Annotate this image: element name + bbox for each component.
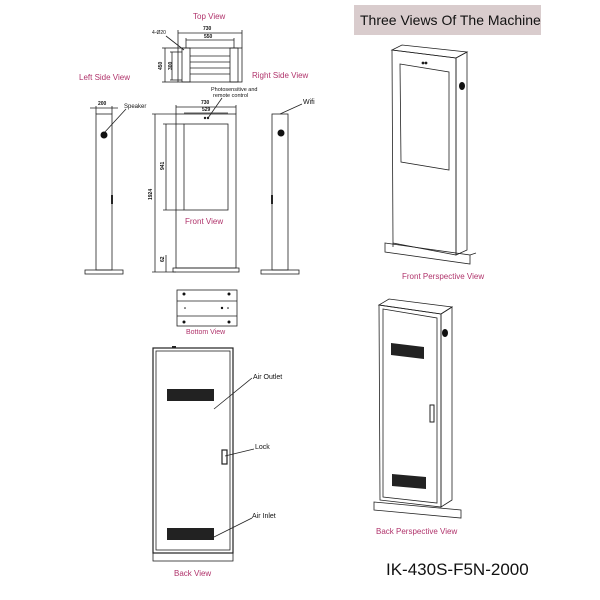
title-banner: Three Views Of The Machine xyxy=(354,5,541,35)
top-view-drawing xyxy=(162,30,243,83)
air-inlet-callout: Air Inlet xyxy=(252,513,276,520)
top-width-inner-dim: 550 xyxy=(204,34,213,40)
side-width-dim: 200 xyxy=(98,101,107,107)
hole-dim: 4-Ø20 xyxy=(152,30,166,36)
base-height-dim: 62 xyxy=(160,256,166,262)
top-depth-outer-dim: 450 xyxy=(158,61,164,70)
right-side-view-drawing xyxy=(260,103,303,275)
top-view-label: Top View xyxy=(193,12,226,21)
bottom-view-drawing xyxy=(176,289,238,327)
left-side-view-drawing xyxy=(84,106,127,275)
screen-height-dim: 941 xyxy=(160,161,166,170)
lock-callout: Lock xyxy=(255,444,270,451)
right-side-view-label: Right Side View xyxy=(252,71,309,80)
back-view-drawing xyxy=(152,346,255,562)
front-view-label: Front View xyxy=(185,217,224,226)
photosensitive-callout-line2: remote control xyxy=(213,93,249,99)
back-perspective-drawing xyxy=(373,298,462,519)
top-width-outer-dim: 730 xyxy=(203,26,212,32)
bottom-view-label: Bottom View xyxy=(186,329,226,336)
model-number: IK-430S-F5N-2000 xyxy=(386,560,529,579)
back-perspective-view-label: Back Perspective View xyxy=(376,527,458,536)
front-perspective-drawing xyxy=(384,44,477,265)
left-side-view-label: Left Side View xyxy=(79,73,130,82)
front-width-inner-dim: 529 xyxy=(202,107,211,113)
page-title: Three Views Of The Machine xyxy=(360,12,541,28)
front-view-drawing xyxy=(152,97,240,273)
front-perspective-view-label: Front Perspective View xyxy=(402,272,485,281)
air-outlet-callout: Air Outlet xyxy=(253,374,283,381)
speaker-callout: Speaker xyxy=(124,104,147,110)
back-view-label: Back View xyxy=(174,569,212,578)
wifi-callout: Wifi xyxy=(303,99,315,106)
front-width-outer-dim: 730 xyxy=(201,100,210,106)
photosensitive-callout-line1: Photosensitive and xyxy=(211,87,258,93)
top-depth-inner-dim: 300 xyxy=(168,61,174,70)
total-height-dim: 1924 xyxy=(148,188,154,200)
